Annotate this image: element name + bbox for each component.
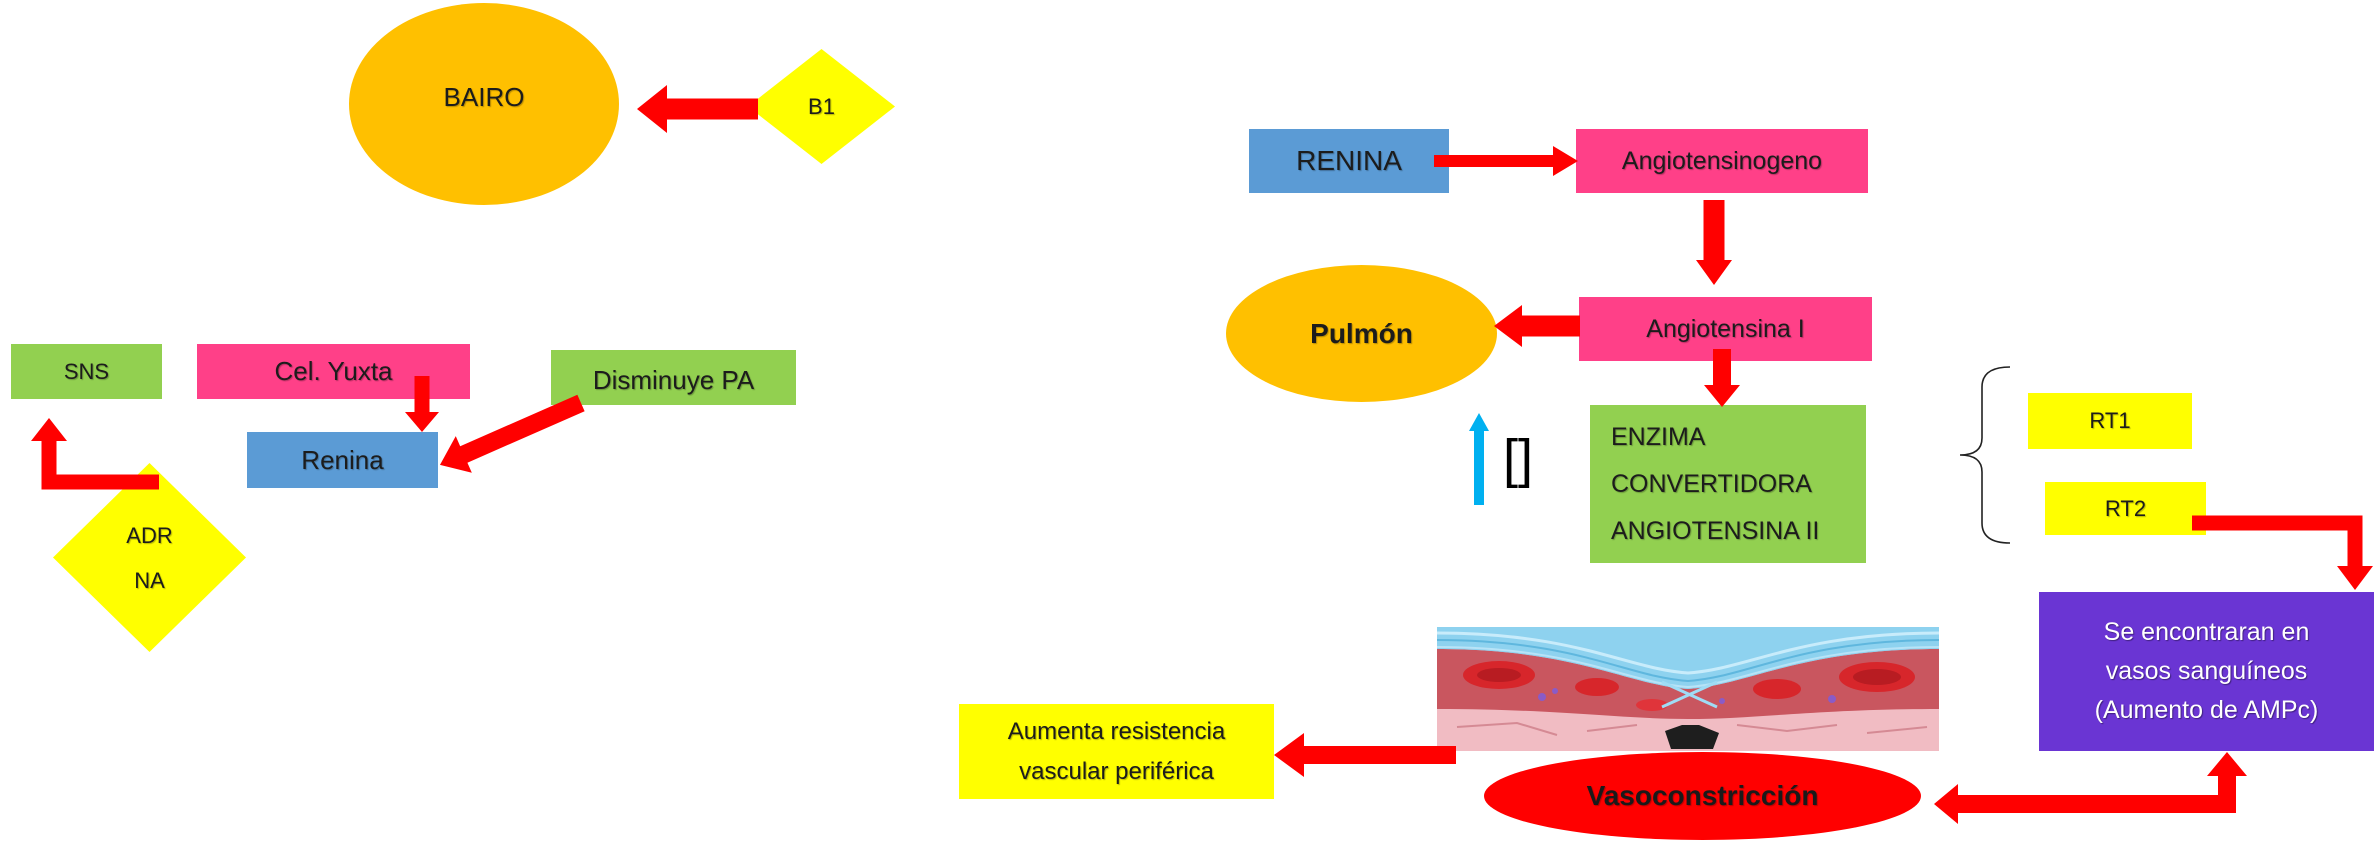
arrow-b1-to-bairo: [637, 85, 758, 133]
arrow-rt2-to-vasos: [2192, 515, 2373, 590]
arrow-angiotensina-i-to-enzima: [1704, 349, 1740, 407]
bairo-ellipse: BAIRO: [349, 3, 619, 205]
vasos-sanguineos-box: Se encontraran en vasos sanguíneos (Aume…: [2039, 592, 2374, 751]
up-arrow-icon: [1469, 413, 1489, 505]
vasos-line-2: vasos sanguíneos: [2105, 657, 2308, 685]
bairo-label: BAIRO: [443, 81, 525, 112]
vasos-line-3: (Aumento de AMPc): [2094, 696, 2319, 724]
angiotensina-i-label: Angiotensina I: [1646, 314, 1805, 343]
receptor-brace: [1959, 366, 2011, 544]
pulmon-ellipse: Pulmón: [1226, 265, 1497, 402]
vasoconstriccion-label: Vasoconstricción: [1586, 780, 1819, 811]
sns-box: SNS: [11, 344, 162, 399]
disminuye-pa-box: Disminuye PA: [551, 350, 796, 405]
resistencia-box: Aumenta resistencia vascular periférica: [959, 704, 1274, 799]
enzima-line-3: ANGIOTENSINA II: [1611, 516, 1820, 545]
arrow-vessel-to-resistencia: [1274, 733, 1456, 777]
rt1-label: RT1: [2089, 408, 2131, 433]
arrow-adr-na-to-sns: [31, 418, 159, 490]
vasoconstriccion-ellipse: Vasoconstricción: [1484, 752, 1921, 840]
resistencia-line-1: Aumenta resistencia: [1007, 717, 1226, 745]
renina-label: RENINA: [1296, 145, 1402, 176]
b1-label: B1: [808, 93, 835, 119]
b1-label-wrap: B1: [748, 49, 895, 164]
renina-small-label: Renina: [301, 444, 384, 475]
angiotensinogeno-box: Angiotensinogeno: [1576, 129, 1868, 193]
na-label: NA: [134, 567, 165, 593]
enzima-line-2: CONVERTIDORA: [1611, 469, 1812, 498]
renina-box: RENINA: [1249, 129, 1449, 193]
enzima-line-1: ENZIMA: [1611, 422, 1706, 451]
adr-na-label-wrap: ADR NA: [53, 463, 246, 652]
renina-small-box: Renina: [247, 432, 438, 488]
pulmon-label: Pulmón: [1310, 317, 1413, 349]
arrow-angiotensinogeno-to-angiotensina-i: [1696, 200, 1732, 285]
rt1-box: RT1: [2028, 393, 2192, 449]
concentration-mark: []: [1496, 424, 1540, 494]
blood-vessel-illustration: [1436, 627, 1940, 751]
disminuye-pa-label: Disminuye PA: [592, 365, 755, 395]
arrow-disminuye-pa-to-renina: [439, 394, 585, 473]
arrow-cel-yuxta-to-renina: [405, 376, 439, 432]
adr-label: ADR: [126, 522, 173, 548]
arrow-renina-to-angiotensinogeno: [1434, 146, 1578, 176]
adr-na-diamond: [53, 463, 246, 652]
angiotensinogeno-label: Angiotensinogeno: [1621, 146, 1823, 175]
arrow-vasos-vasoconstriccion: [1934, 752, 2247, 824]
b1-diamond: [748, 49, 895, 164]
rt2-label: RT2: [2104, 495, 2147, 521]
rt2-box: RT2: [2045, 482, 2206, 535]
sns-label: SNS: [63, 358, 110, 384]
enzima-box: ENZIMA CONVERTIDORA ANGIOTENSINA II: [1590, 405, 1866, 563]
resistencia-line-2: vascular periférica: [1019, 757, 1214, 785]
arrow-angiotensina-i-to-pulmon: [1494, 305, 1580, 347]
concentration-mark-label: []: [1502, 429, 1533, 489]
cel-yuxta-label: Cel. Yuxta: [274, 356, 393, 386]
vasos-line-1: Se encontraran en: [2103, 618, 2310, 646]
